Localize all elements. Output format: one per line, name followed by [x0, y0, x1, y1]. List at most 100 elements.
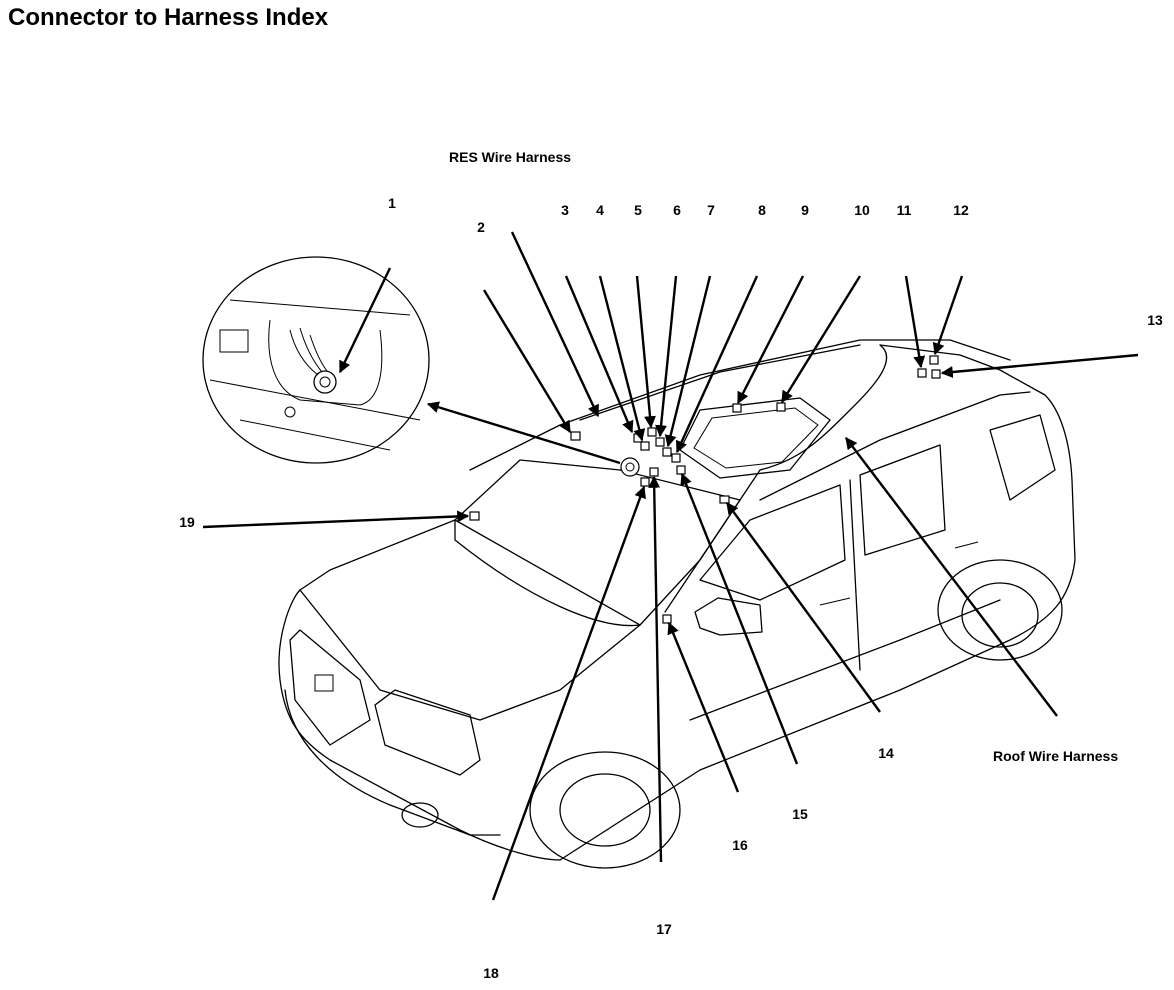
connector-5	[647, 427, 657, 437]
res-wire-harness-label: RES Wire Harness	[449, 149, 572, 165]
connector-12	[929, 355, 939, 365]
roof-wire-harness-label: Roof Wire Harness	[993, 748, 1119, 764]
connector-13	[931, 369, 941, 379]
vehicle-body	[278, 344, 1076, 861]
connector-2	[570, 431, 581, 441]
leader-9	[780, 275, 862, 404]
leader-1	[338, 267, 392, 374]
sunroof-inner	[693, 407, 819, 469]
connector-17	[649, 467, 659, 477]
leader-15	[680, 472, 799, 765]
connector-7b	[671, 453, 681, 463]
connector-8	[732, 403, 742, 413]
leader-19	[202, 510, 470, 529]
leader-roof-harness	[845, 437, 1058, 717]
leader-16	[667, 621, 740, 793]
inset-panel-low	[239, 419, 391, 451]
sunroof	[679, 397, 831, 479]
connector-6	[655, 437, 665, 447]
callout-label-12: 12	[953, 202, 969, 218]
callout-label-3: 3	[561, 202, 569, 218]
inset-circle	[202, 256, 430, 464]
rear-door-window	[859, 444, 946, 556]
inset-bolt	[284, 406, 296, 418]
door-line	[849, 479, 861, 671]
inset-connector-hub	[313, 370, 337, 394]
connector-18	[640, 477, 650, 487]
fog-light	[401, 802, 439, 828]
door-sill	[689, 599, 1001, 721]
connector-1-hub-center	[625, 462, 635, 472]
inset-bracket	[219, 329, 249, 353]
roof-rear-edge	[739, 344, 888, 501]
callout-label-11: 11	[896, 202, 912, 218]
rear-quarter-window	[989, 414, 1056, 501]
roof-rail-right	[759, 391, 1031, 501]
connector-7	[662, 447, 672, 457]
callout-label-16: 16	[732, 837, 748, 853]
headlight	[374, 689, 481, 776]
leader-7b	[675, 275, 759, 454]
leader-8	[736, 275, 805, 405]
side-mirror	[694, 597, 763, 636]
inset-detail-view	[202, 256, 430, 464]
rear-wheel-arch	[937, 559, 1063, 661]
leader-13	[940, 353, 1139, 378]
connectors	[469, 355, 941, 624]
connector-16	[662, 614, 672, 624]
callout-label-9: 9	[801, 202, 809, 218]
callout-label-2: 2	[477, 219, 485, 235]
callout-label-4: 4	[596, 202, 604, 218]
leader-2b	[510, 231, 600, 418]
hood	[299, 519, 641, 721]
grille-emblem	[314, 674, 334, 692]
callout-label-15: 15	[792, 806, 808, 822]
callout-label-14: 14	[878, 745, 894, 761]
leader-5	[635, 275, 656, 429]
leader-6	[655, 275, 678, 438]
rear-wheel	[961, 582, 1039, 648]
roof-rail-left	[579, 344, 861, 421]
connector-1-hub	[620, 457, 640, 477]
callout-label-18: 18	[483, 965, 499, 981]
inset-panel-top	[229, 299, 411, 316]
connector-9	[776, 402, 786, 412]
connector-15	[676, 465, 686, 475]
leader-4	[598, 275, 646, 442]
inset-panel-mid	[209, 379, 421, 421]
leader-14	[726, 502, 881, 713]
connector-11	[917, 368, 927, 378]
grille	[289, 629, 371, 746]
leader-17	[648, 475, 663, 863]
front-wheel-arch	[529, 751, 681, 869]
leader-11	[904, 275, 926, 369]
front-wheel	[559, 773, 651, 847]
leader-1-inset	[426, 401, 621, 465]
front-bumper	[284, 689, 501, 836]
a-pillar	[664, 499, 741, 613]
callout-label-5: 5	[634, 202, 642, 218]
callout-label-6: 6	[673, 202, 681, 218]
rear-door-handle	[954, 541, 979, 549]
connector-14	[719, 495, 730, 504]
callout-label-7: 7	[707, 202, 715, 218]
front-door-handle	[819, 597, 851, 606]
connector-4	[640, 441, 650, 451]
leader-12	[932, 275, 964, 356]
callout-label-17: 17	[656, 921, 672, 937]
vehicle-outline	[278, 339, 1076, 869]
leader-7	[664, 275, 712, 448]
leader-3	[564, 275, 634, 434]
front-door-window	[699, 484, 846, 601]
vehicle-roofline	[469, 339, 1011, 471]
inset-wires	[289, 327, 328, 376]
inset-connector-center	[319, 376, 331, 388]
callout-label-8: 8	[758, 202, 766, 218]
leader-2a	[482, 289, 572, 434]
callout-label-10: 10	[854, 202, 870, 218]
callout-label-1: 1	[388, 195, 396, 211]
leader-18	[491, 485, 646, 901]
leader-lines	[202, 231, 1139, 901]
callout-label-19: 19	[179, 514, 195, 530]
